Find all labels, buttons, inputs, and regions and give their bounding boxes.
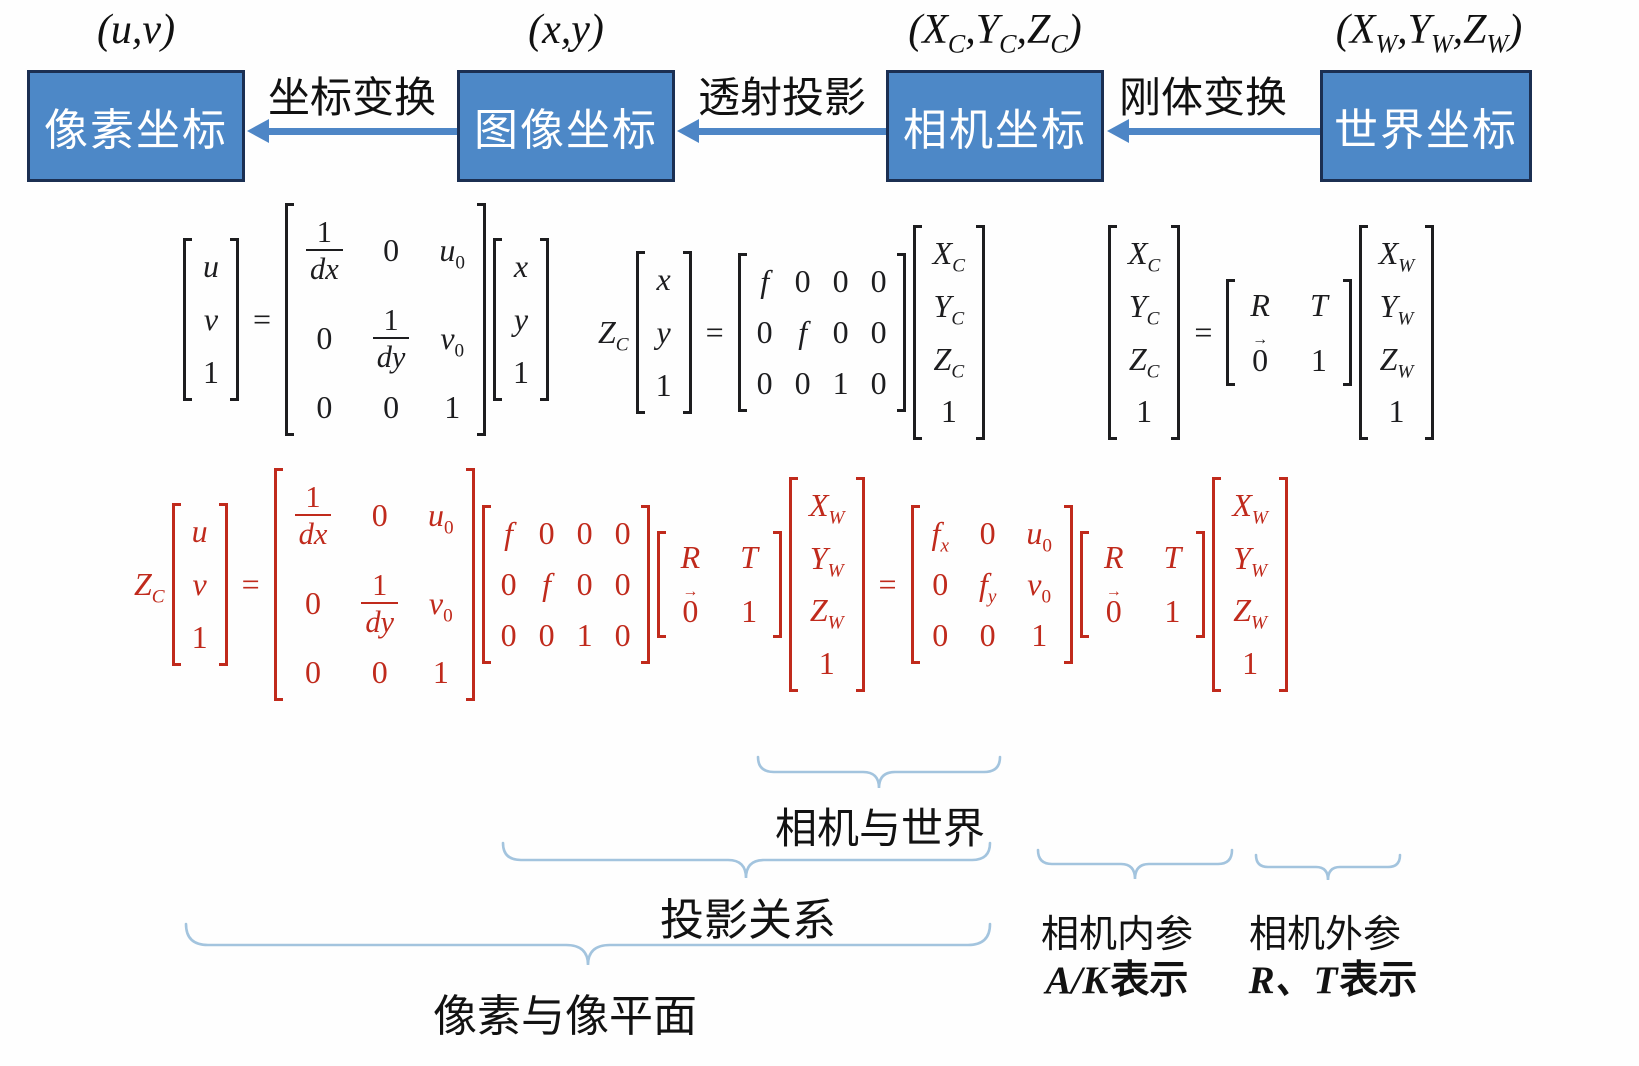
underbrace-intrinsic — [1036, 848, 1234, 880]
annotation-pixel-plane: 像素与像平面 — [433, 992, 697, 1041]
arrow-label-coordinate-transform: 坐标变换 — [267, 76, 436, 122]
annotation-camera-world: 相机与世界 — [774, 807, 985, 853]
arrow-world-to-camera-icon — [1107, 119, 1320, 143]
extrinsic-suffix: 表示 — [1339, 959, 1418, 1002]
intrinsic-symbol: A/K — [1045, 959, 1109, 1002]
annotation-extrinsic-title: 相机外参 — [1248, 914, 1401, 956]
underbrace-camera-world — [756, 755, 1002, 789]
annotation-projection: 投影关系 — [660, 896, 836, 945]
annotation-extrinsic-notation: R、T表示 — [1220, 949, 1446, 1005]
coord-label-camera: (XC,YC,ZC) — [908, 7, 1082, 59]
flow-box-world-coordinates: 世界坐标 — [1320, 70, 1532, 182]
annotation-intrinsic-title: 相机内参 — [1040, 914, 1193, 956]
flow-box-pixel-coordinates: 像素坐标 — [27, 70, 245, 182]
flow-box-image-coordinates: 图像坐标 — [457, 70, 675, 182]
arrow-label-rigid-transform: 刚体变换 — [1118, 76, 1287, 122]
intrinsic-suffix: 表示 — [1110, 959, 1189, 1002]
extrinsic-symbol: R、T — [1248, 959, 1338, 1002]
coord-label-image: (x,y) — [528, 7, 604, 53]
underbrace-extrinsic — [1254, 853, 1402, 881]
coord-label-pixel: (u,v) — [96, 7, 176, 53]
underbrace-pixel-plane — [184, 922, 992, 966]
annotation-intrinsic-notation: A/K表示 — [1017, 949, 1217, 1005]
flow-box-camera-coordinates: 相机坐标 — [886, 70, 1104, 182]
arrow-image-to-pixel-icon — [247, 119, 457, 143]
arrow-camera-to-image-icon — [677, 119, 886, 143]
coord-label-world: (XW,YW,ZW) — [1335, 7, 1523, 59]
arrow-label-perspective-projection: 透射投影 — [697, 76, 866, 122]
